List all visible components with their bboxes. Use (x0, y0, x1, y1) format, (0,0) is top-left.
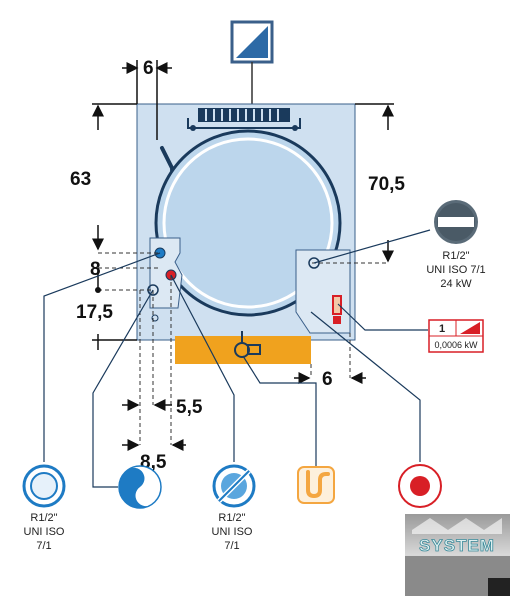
system-logo (405, 514, 510, 596)
half-diagonal-square-icon (230, 20, 274, 64)
slashed-circle-icon (212, 464, 256, 508)
drain-valve (234, 331, 261, 358)
electric-spec-line3: 24 kW (440, 278, 472, 290)
power-badge-count: 1 (439, 323, 445, 335)
hollow-ring-icon (22, 464, 66, 508)
leader-lines (43, 229, 431, 488)
dimension-lines (92, 60, 394, 451)
electric-spec-line1: R1/2" (442, 250, 469, 262)
electric-spec-line2: UNI ISO 7/1 (426, 264, 485, 276)
right-connection-plate (295, 249, 351, 334)
yin-yang-water-icon (118, 465, 162, 509)
water1-spec-line1: R1/2" (30, 512, 57, 524)
kettle-vessel (154, 129, 342, 317)
dim-63: 63 (70, 169, 91, 190)
reference-lines (98, 252, 388, 445)
dim-dot (95, 287, 101, 293)
power-triangle-icon (460, 322, 480, 334)
water1-spec-line2: UNI ISO (24, 526, 65, 538)
water2-spec-line3: 7/1 (224, 540, 239, 552)
dim-17-5: 17,5 (76, 302, 113, 323)
dim-top-6: 6 (143, 58, 154, 79)
power-badge-value: 0,0006 kW (434, 340, 478, 350)
vent-grille (187, 108, 301, 131)
red-dot-icon (398, 464, 442, 508)
water2-spec-line2: UNI ISO (212, 526, 253, 538)
power-switch (332, 295, 342, 324)
dim-70-5: 70,5 (368, 174, 405, 195)
dim-5-5: 5,5 (176, 397, 203, 418)
small-port (151, 314, 159, 322)
water2-spec-line1: R1/2" (218, 512, 245, 524)
dim-8: 8 (90, 259, 101, 280)
power-rating-badge (428, 319, 484, 353)
siphon-drain-icon (297, 466, 335, 504)
water1-spec-line3: 7/1 (36, 540, 51, 552)
dim-bottom-6: 6 (322, 369, 333, 390)
logo-text: SYSTEM (419, 536, 495, 555)
no-entry-disc-icon (434, 200, 478, 244)
